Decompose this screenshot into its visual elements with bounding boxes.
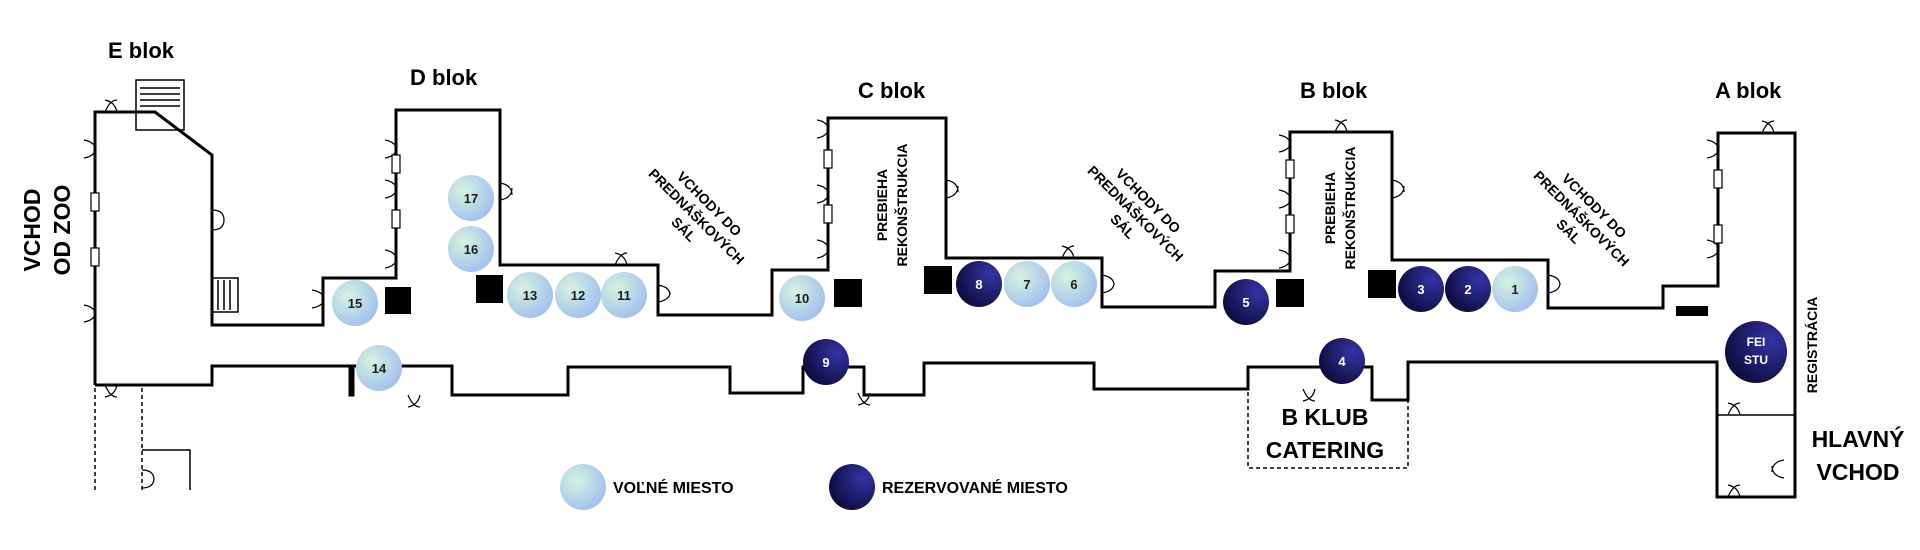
b-klub-line2: CATERING bbox=[1266, 437, 1384, 463]
doors bbox=[83, 99, 1785, 498]
stand-circle[interactable] bbox=[1223, 279, 1269, 325]
stand-9-reserved[interactable]: 9 bbox=[803, 339, 849, 385]
stand-number: 17 bbox=[464, 191, 478, 206]
stand-circle[interactable] bbox=[555, 272, 601, 318]
zoo-entrance-line1: VCHOD bbox=[19, 188, 45, 271]
stand-circle[interactable] bbox=[448, 226, 494, 272]
stand-13-free[interactable]: 13 bbox=[507, 272, 553, 318]
block-e-title: E blok bbox=[108, 38, 175, 63]
stand-number: 2 bbox=[1464, 282, 1471, 297]
zoo-entrance-line2: OD ZOO bbox=[49, 185, 75, 276]
legend-reserved-swatch bbox=[829, 464, 875, 510]
stand-circle[interactable] bbox=[448, 175, 494, 221]
stand-circle[interactable] bbox=[356, 345, 402, 391]
stand-15-free[interactable]: 15 bbox=[332, 280, 378, 326]
stand-number: 5 bbox=[1242, 295, 1249, 310]
main-entrance-line2: VCHOD bbox=[1816, 459, 1899, 485]
stand-number: 11 bbox=[617, 288, 631, 303]
block-c-title: C blok bbox=[858, 78, 926, 103]
stand-5-reserved[interactable]: 5 bbox=[1223, 279, 1269, 325]
stand-circle[interactable] bbox=[956, 261, 1002, 307]
stand-8-reserved[interactable]: 8 bbox=[956, 261, 1002, 307]
stand-number: 3 bbox=[1417, 282, 1424, 297]
stand-number: 13 bbox=[523, 288, 537, 303]
lecture-entrance-label-b: VCHODY DO PREDNÁŠKOVÝCH SÁL bbox=[1530, 167, 1633, 270]
block-a-title: A blok bbox=[1715, 78, 1782, 103]
legend-free-swatch bbox=[560, 464, 606, 510]
stand-number: 12 bbox=[571, 288, 585, 303]
block-d-title: D blok bbox=[410, 65, 478, 90]
stand-number: 8 bbox=[975, 277, 982, 292]
stand-circle[interactable] bbox=[332, 280, 378, 326]
fei-stu-line2: STU bbox=[1744, 353, 1768, 367]
fei-stu-badge: FEI STU bbox=[1725, 321, 1787, 383]
stand-circle[interactable] bbox=[1004, 261, 1050, 307]
stand-circle[interactable] bbox=[779, 275, 825, 321]
fei-stu-line1: FEI bbox=[1747, 335, 1766, 349]
legend-reserved-label: REZERVOVANÉ MIESTO bbox=[882, 478, 1068, 497]
stand-number: 1 bbox=[1511, 282, 1518, 297]
stand-circle[interactable] bbox=[803, 339, 849, 385]
stand-7-free[interactable]: 7 bbox=[1004, 261, 1050, 307]
stand-12-free[interactable]: 12 bbox=[555, 272, 601, 318]
stand-circle[interactable] bbox=[1319, 338, 1365, 384]
stand-2-reserved[interactable]: 2 bbox=[1445, 266, 1491, 312]
stand-14-free[interactable]: 14 bbox=[356, 345, 402, 391]
stand-1-free[interactable]: 1 bbox=[1492, 266, 1538, 312]
stand-number: 16 bbox=[464, 242, 478, 257]
windows bbox=[90, 149, 1723, 267]
stand-11-free[interactable]: 11 bbox=[601, 272, 647, 318]
reconstruction-line2: REKONŠTRUKCIA bbox=[893, 144, 910, 267]
reconstruction-label-c: PREBIEHA REKONŠTRUKCIA bbox=[874, 144, 910, 267]
b-klub-line1: B KLUB bbox=[1282, 404, 1369, 430]
stand-number: 9 bbox=[822, 355, 829, 370]
registration-label: REGISTRÁCIA bbox=[1804, 297, 1820, 393]
stand-number: 10 bbox=[795, 291, 809, 306]
legend-free-label: VOĽNÉ MIESTO bbox=[613, 478, 734, 497]
stand-4-reserved[interactable]: 4 bbox=[1319, 338, 1365, 384]
stand-number: 4 bbox=[1338, 354, 1346, 369]
stand-number: 6 bbox=[1070, 277, 1077, 292]
stand-number: 15 bbox=[348, 296, 362, 311]
zoo-entrance-label: VCHOD OD ZOO bbox=[19, 185, 75, 276]
stand-circle[interactable] bbox=[1492, 266, 1538, 312]
lecture-entrance-label-d: VCHODY DO PREDNÁŠKOVÝCH SÁL bbox=[645, 165, 748, 268]
legend: VOĽNÉ MIESTO REZERVOVANÉ MIESTO bbox=[560, 464, 1068, 510]
reconstruction-line1: PREBIEHA bbox=[874, 169, 890, 241]
reconstruction-line1: PREBIEHA bbox=[1322, 172, 1338, 244]
stand-17-free[interactable]: 17 bbox=[448, 175, 494, 221]
stand-circle[interactable] bbox=[1445, 266, 1491, 312]
building-walls bbox=[93, 79, 1797, 499]
pillars bbox=[385, 266, 1708, 316]
fei-stu-circle bbox=[1725, 321, 1787, 383]
block-b-title: B blok bbox=[1300, 78, 1368, 103]
stand-circle[interactable] bbox=[1051, 261, 1097, 307]
main-entrance-line1: HLAVNÝ bbox=[1812, 425, 1905, 452]
reconstruction-label-b: PREBIEHA REKONŠTRUKCIA bbox=[1322, 147, 1358, 270]
stand-number: 7 bbox=[1023, 277, 1030, 292]
stand-number: 14 bbox=[372, 361, 387, 376]
stand-16-free[interactable]: 16 bbox=[448, 226, 494, 272]
stand-3-reserved[interactable]: 3 bbox=[1398, 266, 1444, 312]
reconstruction-line2: REKONŠTRUKCIA bbox=[1341, 147, 1358, 270]
stand-circle[interactable] bbox=[601, 272, 647, 318]
stand-circle[interactable] bbox=[1398, 266, 1444, 312]
stand-10-free[interactable]: 10 bbox=[779, 275, 825, 321]
stand-circle[interactable] bbox=[507, 272, 553, 318]
stand-6-free[interactable]: 6 bbox=[1051, 261, 1097, 307]
